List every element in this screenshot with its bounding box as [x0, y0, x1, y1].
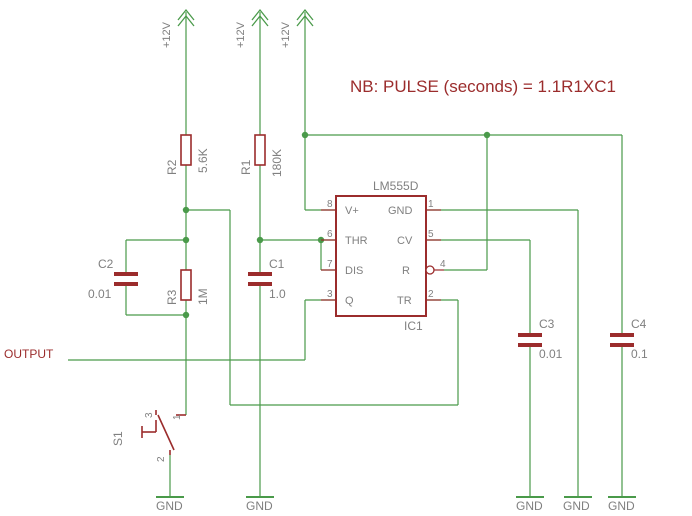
resistor-ref-r1: R1	[239, 159, 253, 175]
junction-dot	[182, 311, 190, 319]
junction-dot	[483, 131, 491, 139]
resistor-r2-icon	[180, 134, 192, 166]
ground-label: GND	[246, 499, 273, 513]
ic-pin-number: 5	[428, 229, 434, 240]
resistor-r1-icon	[254, 134, 266, 166]
ic-pin-name: GND	[388, 205, 413, 217]
ic-pin-number: 8	[327, 199, 333, 210]
switch-pin-number: 1	[172, 414, 183, 420]
ic-pin-name: DIS	[345, 265, 363, 277]
junction-dot	[182, 206, 190, 214]
junctions	[182, 131, 491, 319]
reset-inversion-bubble-icon	[425, 265, 435, 275]
supply-arrow-icon	[296, 8, 314, 27]
junction-dot	[182, 236, 190, 244]
capacitor-ref-c2: C2	[98, 257, 114, 271]
supply-label: +12V	[235, 21, 247, 48]
switch-ref-label: S1	[111, 431, 125, 446]
supply-label: +12V	[161, 21, 173, 48]
switch-pin-number: 3	[144, 412, 155, 418]
ground-label: GND	[156, 499, 183, 513]
resistor-value-r1: 180K	[270, 149, 284, 177]
ic-pin-name: CV	[397, 235, 413, 247]
ic-pin-name: R	[402, 265, 410, 277]
ic-pin-number: 2	[428, 289, 434, 300]
ic-body	[335, 195, 427, 317]
pulse-formula-note: NB: PULSE (seconds) = 1.1R1XC1	[350, 77, 616, 96]
supply-arrow-icon	[177, 8, 195, 27]
resistor-r3-icon	[180, 269, 192, 301]
resistor-ref-r2: R2	[165, 159, 179, 175]
ic-lm555	[321, 195, 444, 317]
switch-pin-number: 2	[156, 456, 167, 462]
ic-pin-number: 3	[327, 289, 333, 300]
ground-label: GND	[563, 499, 590, 513]
ground-label: GND	[516, 499, 543, 513]
junction-dot	[256, 236, 264, 244]
switch-s1-icon	[141, 410, 186, 455]
capacitor-value-c1: 1.0	[269, 287, 286, 301]
ic-pin-name: TR	[397, 295, 412, 307]
capacitor-value-c3: 0.01	[539, 347, 563, 361]
ic-pin-number: 4	[440, 259, 446, 270]
ground-label: GND	[608, 499, 635, 513]
capacitor-ref-c4: C4	[631, 317, 647, 331]
ic-pin-name: Q	[345, 295, 354, 307]
resistor-symbols	[180, 134, 266, 301]
resistor-ref-r3: R3	[165, 289, 179, 305]
ic-ref-label: IC1	[404, 319, 423, 333]
resistor-value-r2: 5.6K	[196, 148, 210, 173]
supply-arrows	[177, 8, 314, 27]
capacitor-value-c4: 0.1	[631, 347, 648, 361]
ic-pin-name: THR	[345, 235, 368, 247]
capacitor-value-c2: 0.01	[88, 287, 112, 301]
ic-pin-name: V+	[345, 205, 359, 217]
ic-pin-number: 6	[327, 229, 333, 240]
ic-pin-number: 1	[428, 199, 434, 210]
capacitor-c2-icon	[114, 272, 138, 286]
junction-dot	[301, 131, 309, 139]
ic-part-label: LM555D	[373, 179, 419, 193]
capacitor-c4-icon	[610, 333, 634, 347]
output-label: OUTPUT	[4, 347, 54, 361]
capacitor-ref-c1: C1	[269, 257, 285, 271]
ic-pin-number: 7	[327, 259, 333, 270]
capacitor-c3-icon	[518, 333, 542, 347]
capacitor-ref-c3: C3	[539, 317, 555, 331]
capacitor-symbols	[114, 272, 634, 347]
capacitor-c1-icon	[248, 272, 272, 286]
supply-label: +12V	[280, 21, 292, 48]
resistor-value-r3: 1M	[196, 288, 210, 305]
supply-arrow-icon	[251, 8, 269, 27]
